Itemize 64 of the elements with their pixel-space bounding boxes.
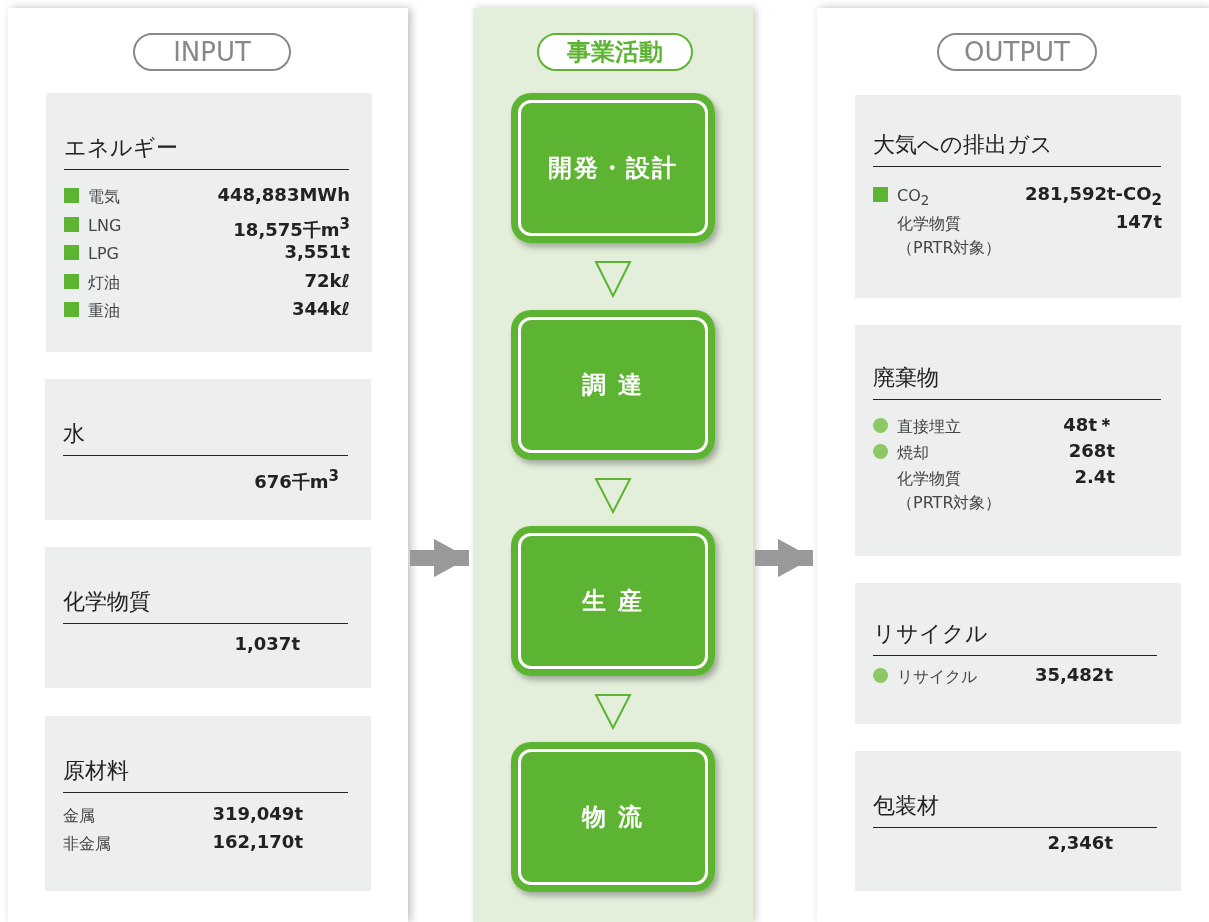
item-value: 35,482t bbox=[1034, 663, 1113, 687]
heading-pill: INPUT bbox=[133, 33, 291, 71]
item-value: 344kℓ bbox=[291, 297, 350, 321]
card-heading: 廃棄物 bbox=[873, 363, 1161, 400]
item-label: LPG bbox=[88, 243, 120, 265]
item-value: 676千m$^{3}$ bbox=[254, 466, 339, 494]
item-label: CO$_{2}$ bbox=[897, 185, 931, 211]
item-value: 162,170t bbox=[212, 830, 303, 854]
flow-arrow bbox=[755, 538, 813, 578]
item-label: 化学物質（PRTR対象） bbox=[897, 468, 1003, 514]
item-label: 灯油 bbox=[88, 271, 121, 294]
item-value: 3,551t bbox=[284, 240, 350, 264]
process-label: 開発・設計 bbox=[548, 153, 678, 184]
item-value: 2,346t bbox=[1047, 831, 1113, 855]
flow-triangle bbox=[594, 478, 632, 515]
item-value: 268t bbox=[1068, 439, 1115, 463]
flow-triangle bbox=[594, 694, 632, 731]
item-label: 焼却 bbox=[897, 442, 930, 464]
process-box bbox=[511, 742, 715, 892]
item-label: リサイクル bbox=[897, 666, 978, 688]
process-box bbox=[511, 526, 715, 676]
heading-pill: 事業活動 bbox=[537, 33, 693, 71]
item-value: 147t bbox=[1115, 210, 1162, 234]
item-label: 直接埋立 bbox=[897, 416, 962, 438]
data-card bbox=[45, 547, 371, 688]
item-value: 18,575千m$^{3}$ bbox=[233, 213, 350, 242]
heading-pill: OUTPUT bbox=[937, 33, 1097, 71]
data-card bbox=[45, 716, 371, 891]
card-heading: 大気への排出ガス bbox=[873, 130, 1161, 167]
card-heading: リサイクル bbox=[873, 619, 1157, 656]
data-card bbox=[855, 751, 1181, 891]
process-box bbox=[511, 310, 715, 460]
process-label: 調 達 bbox=[581, 370, 645, 401]
item-value: 448,883MWh bbox=[217, 183, 350, 207]
item-value: 1,037t bbox=[234, 632, 300, 656]
data-card bbox=[855, 95, 1181, 298]
column-panel bbox=[817, 8, 1209, 922]
item-label: 化学物質（PRTR対象） bbox=[897, 213, 1003, 259]
item-value: 48t＊ bbox=[1063, 413, 1115, 437]
data-card bbox=[46, 93, 372, 352]
column-panel bbox=[473, 8, 753, 922]
card-heading: 水 bbox=[63, 419, 348, 456]
column-panel bbox=[8, 8, 408, 922]
card-heading: 原材料 bbox=[63, 756, 348, 793]
item-value: 319,049t bbox=[212, 802, 303, 826]
item-label: 金属 bbox=[63, 805, 96, 827]
process-box bbox=[511, 93, 715, 243]
card-heading: 包装材 bbox=[873, 791, 1157, 828]
item-label: LNG bbox=[88, 214, 123, 237]
item-value: 72kℓ bbox=[304, 268, 350, 293]
process-label: 物 流 bbox=[581, 802, 645, 833]
item-label: 電気 bbox=[88, 186, 121, 208]
item-value: 2.4t bbox=[1074, 465, 1115, 489]
item-value: 281,592t-CO$_{2}$ bbox=[1025, 182, 1162, 211]
data-card bbox=[855, 325, 1181, 556]
item-label: 重油 bbox=[88, 300, 121, 322]
flow-arrow bbox=[410, 538, 469, 578]
card-heading: 化学物質 bbox=[63, 587, 348, 624]
process-label: 生 産 bbox=[581, 586, 645, 617]
data-card bbox=[45, 379, 371, 520]
item-label: 非金属 bbox=[63, 833, 112, 855]
flow-triangle bbox=[594, 261, 632, 299]
data-card bbox=[855, 583, 1181, 724]
card-heading: エネルギー bbox=[64, 133, 349, 170]
